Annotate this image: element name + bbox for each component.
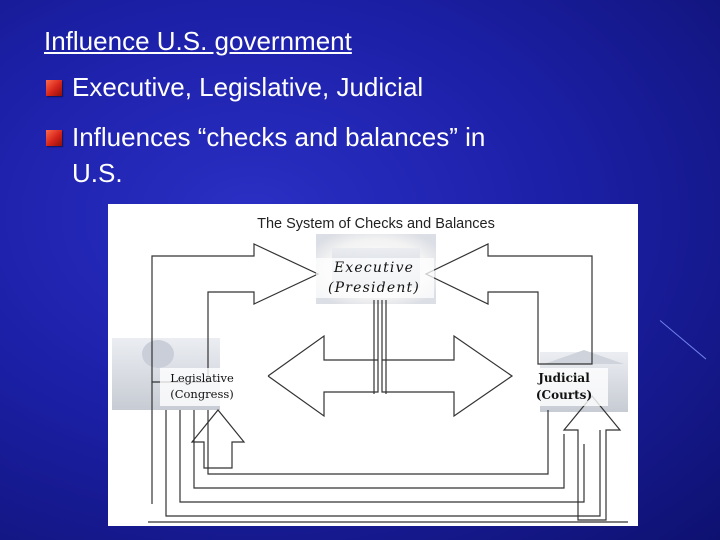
slide-title: Influence U.S. government bbox=[44, 26, 352, 56]
legislative-label: Legislative bbox=[170, 371, 234, 385]
bullet-continuation: U.S. bbox=[72, 158, 123, 188]
arrow-judicial-to-executive bbox=[424, 243, 593, 365]
arrow-executive-to-judicial bbox=[381, 300, 514, 418]
judicial-label: Judicial bbox=[537, 371, 590, 385]
bullet-text: Influences “checks and balances” in bbox=[72, 122, 486, 152]
arrow-judicial-to-legislative bbox=[190, 409, 246, 469]
diagram-svg: The System of Checks and Balances bbox=[112, 216, 628, 523]
red-square-bullet-icon bbox=[46, 80, 62, 96]
diagram-heading: The System of Checks and Balances bbox=[257, 216, 495, 232]
arrow-executive-to-legislative bbox=[266, 300, 379, 418]
decorative-line bbox=[659, 320, 707, 360]
legislative-sublabel: (Congress) bbox=[170, 387, 234, 401]
executive-label: Executive bbox=[333, 260, 414, 276]
red-square-bullet-icon bbox=[46, 130, 62, 146]
judicial-sublabel: (Courts) bbox=[536, 388, 592, 402]
executive-sublabel: (President) bbox=[328, 280, 420, 296]
arrow-legislative-to-judicial bbox=[562, 395, 622, 521]
checks-and-balances-diagram: The System of Checks and Balances bbox=[108, 204, 638, 526]
bullet-text: Executive, Legislative, Judicial bbox=[72, 72, 424, 102]
